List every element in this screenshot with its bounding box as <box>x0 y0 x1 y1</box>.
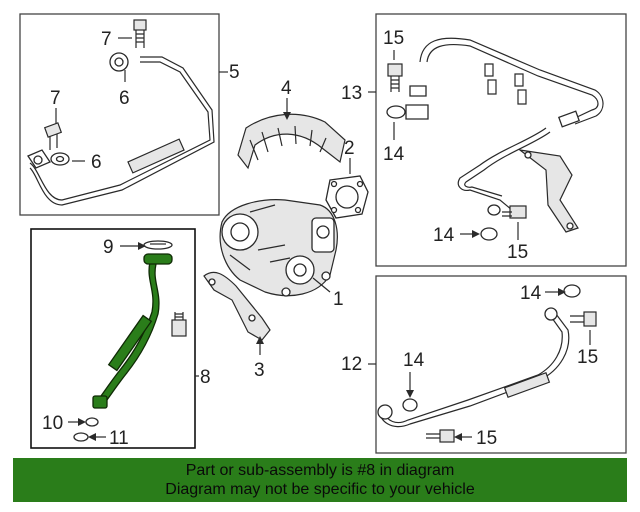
bolt-15-top <box>387 63 403 77</box>
gasket-9 <box>143 240 173 250</box>
o-ring-14-bottom <box>480 227 498 241</box>
callout-10: 10 <box>42 413 63 434</box>
callout-9: 9 <box>103 237 114 258</box>
callout-15-bottom-right-a: 15 <box>577 347 598 368</box>
callout-3: 3 <box>254 360 265 381</box>
callout-8: 8 <box>200 367 211 388</box>
callout-1: 1 <box>333 289 344 310</box>
bracket-3 <box>203 271 271 341</box>
oil-feed-pipe-assembly <box>27 19 215 206</box>
pipe-flange-top <box>143 253 173 265</box>
callout-15-top-right-a: 15 <box>383 28 404 49</box>
callout-6-left: 6 <box>91 152 102 173</box>
o-ring-14-br-top <box>563 284 581 298</box>
callout-4: 4 <box>281 78 292 99</box>
info-banner: Part or sub-assembly is #8 in diagram Di… <box>13 458 627 502</box>
callout-12: 12 <box>341 354 362 375</box>
callout-15-bottom-right-b: 15 <box>476 428 497 449</box>
bolt-15-bottom <box>509 205 527 219</box>
gasket-2 <box>325 175 369 219</box>
leaders-box8 <box>68 242 199 441</box>
pipe-sleeve-12 <box>503 372 551 398</box>
box-top-left <box>19 13 220 216</box>
callout-6-top: 6 <box>119 88 130 109</box>
callout-14-bottom-right-b: 14 <box>403 350 425 371</box>
o-ring-14-br-mid <box>402 398 418 412</box>
callout-5: 5 <box>229 62 240 83</box>
pipe-sleeve-8 <box>107 314 153 372</box>
leaders-box1 <box>55 37 228 162</box>
clip-13 <box>409 85 427 97</box>
callout-15-top-right-b: 15 <box>507 242 528 263</box>
pipe-sleeve <box>127 138 185 174</box>
banner-line-1: Part or sub-assembly is #8 in diagram <box>185 462 455 479</box>
callout-14-bottom-right-a: 14 <box>520 283 542 304</box>
banjo-bolt-top <box>133 19 147 31</box>
bolt-15-br-bottom <box>439 429 455 443</box>
bolt-15-br-mid <box>583 311 597 327</box>
oil-return-pipe-8 <box>73 240 187 442</box>
box-highlighted-part-8 <box>30 228 196 449</box>
callout-7-left: 7 <box>50 88 61 109</box>
leaders-box12 <box>368 288 591 441</box>
callout-11: 11 <box>109 428 129 449</box>
callout-2: 2 <box>344 138 355 159</box>
turbocharger-1 <box>219 199 338 297</box>
o-ring-14-top <box>386 105 406 119</box>
o-ring-11 <box>73 432 89 442</box>
banjo-bolt-left <box>43 122 63 138</box>
bracket-13 <box>517 149 579 233</box>
heat-shield-4 <box>237 113 346 170</box>
callout-7-top: 7 <box>101 29 112 50</box>
coolant-pipe-assembly-13 <box>386 37 604 241</box>
banner-line-2: Diagram may not be specific to your vehi… <box>165 481 475 498</box>
leaders-box13 <box>368 50 519 240</box>
callout-14-top-right-a: 14 <box>383 144 405 165</box>
box-top-right <box>375 13 627 267</box>
callout-14-top-right-b: 14 <box>433 225 455 246</box>
bolt-8 <box>171 319 187 337</box>
callout-13: 13 <box>341 83 362 104</box>
o-ring-10 <box>85 417 99 427</box>
pipe-end-fitting <box>92 395 108 409</box>
coolant-pipe-assembly-12 <box>377 284 597 443</box>
